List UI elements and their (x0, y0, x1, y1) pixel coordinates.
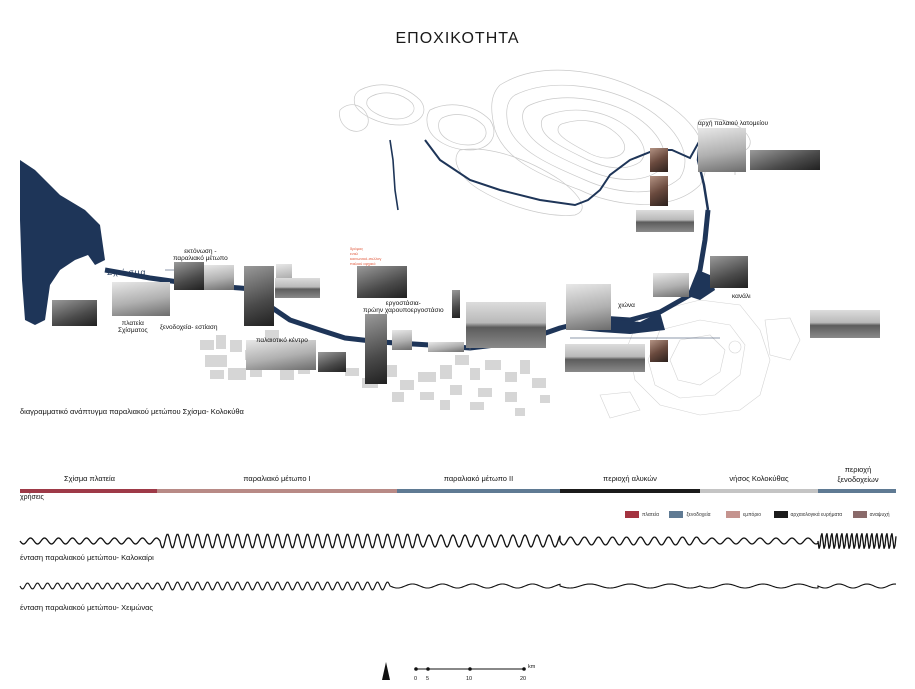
rock-photo-1 (650, 340, 668, 362)
legend-item: εμπόριο (726, 511, 761, 519)
sea-photo-1 (275, 278, 320, 298)
factory-photo (357, 266, 407, 298)
old-center-photo (246, 340, 316, 370)
windmill-photo (710, 256, 748, 288)
schisma-label: Σχ ί σμα (107, 267, 147, 277)
factory-photo-2 (365, 314, 387, 384)
lagoon-photo (565, 344, 645, 372)
old-center-photo-2 (318, 352, 346, 372)
legend: πλατεία ξενοδοχεία (625, 503, 710, 521)
zone-bar-kolokytha (700, 489, 818, 493)
summer-intensity-wave (19, 533, 897, 549)
kolokytha-town (599, 299, 801, 419)
red-note: δρόμος εναλ κοινωνικό-συλλογ παλιού αρχα… (350, 246, 382, 266)
page-title: ΕΠΟΧΙΚΟΤΗΤΑ (395, 30, 520, 47)
building-photo-1 (244, 266, 274, 326)
rock-photo-3 (650, 176, 668, 206)
legend-item: ξενοδοχεία (669, 511, 710, 519)
pier-photo (428, 342, 464, 352)
seafront-photo-1 (174, 262, 204, 290)
sea-photo-3 (636, 210, 694, 232)
scale-tick-label: 20 (520, 676, 527, 682)
scale-tick-label: 0 (414, 676, 418, 682)
zone-label: περιοχή αλυκών (603, 474, 657, 483)
quarry-photo (698, 128, 746, 172)
hotels-photo (112, 282, 170, 316)
winter-intensity-wave (19, 581, 897, 591)
seafront-photo-2 (204, 265, 234, 290)
island-photo (653, 273, 689, 297)
zone-bar-hotels (818, 489, 896, 493)
ektonosi-label: εκτόνωση - παραλιακό μέτωπο (173, 248, 228, 262)
scale-tick-label: 5 (426, 676, 430, 682)
hotels-label: ξενοδοχεία- εστίαση (160, 324, 218, 331)
zone-label: παραλιακό μέτωπο Ι (243, 474, 311, 483)
zone-label: νήσος Κολοκύθας (729, 474, 789, 483)
schisma-harbour (20, 160, 105, 325)
cliff-photo (750, 150, 820, 170)
factories-label: εργοστάσια- πρώην χαρουποεργοστάσιο (363, 300, 444, 314)
plateia-label: πλατεία Σχίσματος (118, 320, 148, 334)
legend-item: πλατεία (625, 511, 659, 519)
rock-photo-2 (650, 148, 668, 172)
quarry-label: αρχή παλαιού λατομείου (698, 120, 769, 127)
winter-intensity-label: ένταση παραλιακού μετώπου- Χειμώνας (20, 603, 154, 612)
zone-label: παραλιακό μέτωπο ΙΙ (443, 474, 514, 483)
kanali-label: κανάλι (732, 293, 751, 300)
sea-photo-2 (466, 302, 546, 348)
factory-photo-3 (392, 330, 412, 350)
pole-photo (452, 290, 460, 318)
north-arrow-icon (382, 662, 390, 680)
legend-item: αναψυχή (852, 511, 890, 519)
zone-bar-front-1 (157, 489, 397, 493)
legend: εμπόριο αρχαιολογικά ευρήματα αναψυχή (726, 503, 890, 521)
zone-label: περιοχή ξενοδοχείων (837, 465, 879, 484)
plateia-photo (52, 300, 97, 326)
uses-label: χρήσεις (20, 494, 44, 501)
chiona-label: χιώνα (618, 302, 635, 309)
scale-unit-label: km (528, 664, 536, 670)
zone-bar-schisma (20, 489, 157, 493)
diagram-caption: διαγραμματικό ανάπτυγμα παραλιακού μετώπ… (20, 407, 244, 416)
tree-photo (566, 284, 611, 330)
zone-bar-alykes (560, 489, 700, 493)
legend-item: αρχαιολογικά ευρήματα (773, 511, 842, 519)
zone-bar-front-2 (397, 489, 560, 493)
old-center-label: παλαιοτικό κέντρο (256, 337, 308, 344)
scale-tick-label: 10 (466, 676, 473, 682)
hotel-area-photo (810, 310, 880, 338)
summer-intensity-label: ένταση παραλιακού μετώπου- Καλοκαίρι (20, 553, 154, 562)
zone-label: Σχίσμα πλατεία (63, 474, 116, 483)
